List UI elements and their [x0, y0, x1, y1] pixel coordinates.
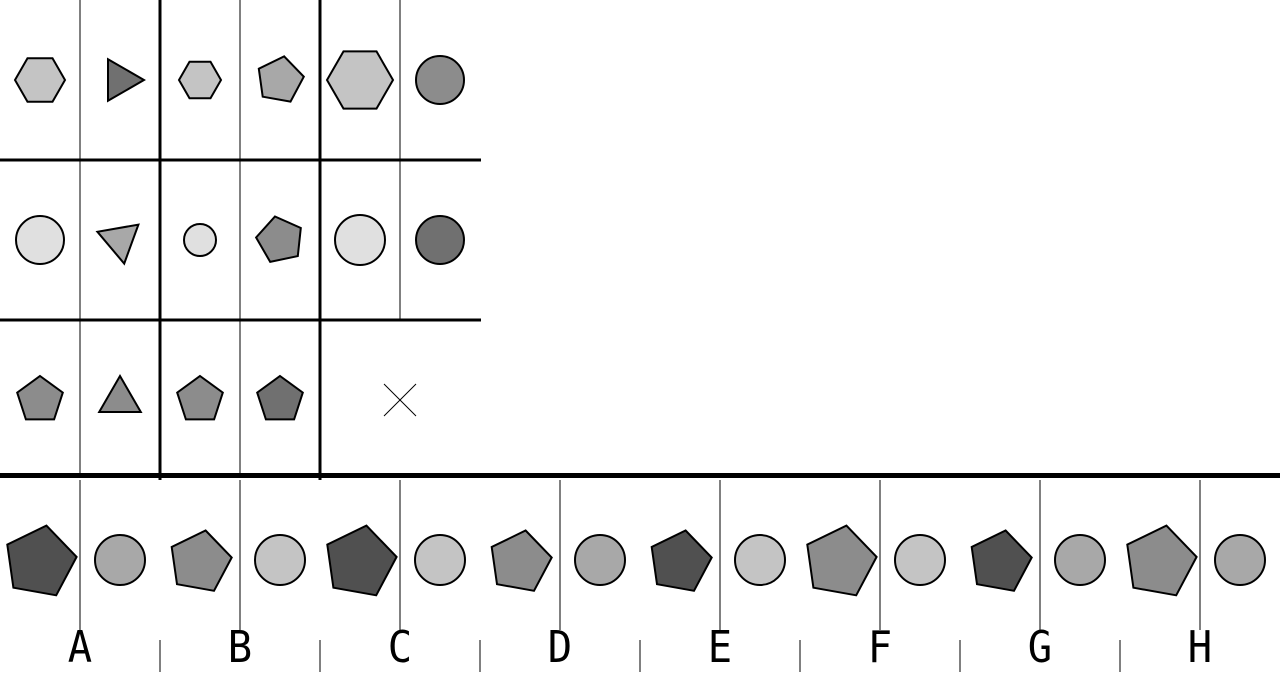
matrix-circle-icon	[183, 223, 217, 257]
answer-label-b[interactable]: B	[227, 622, 253, 673]
answer-option-e[interactable]	[650, 529, 786, 592]
missing-cell-marker	[383, 383, 417, 417]
matrix-hexagon-icon	[325, 50, 395, 110]
matrix-circle-icon	[415, 215, 465, 265]
answer-circle-icon	[734, 534, 786, 586]
matrix-triangle-icon	[107, 57, 146, 103]
matrix-hexagon-icon	[13, 57, 67, 103]
matrix-pentagon-icon	[256, 374, 304, 421]
answer-option-g[interactable]	[970, 529, 1106, 592]
answer-label-c[interactable]: C	[387, 622, 413, 673]
answer-pentagon-icon	[6, 524, 78, 597]
answer-pentagon-icon	[326, 524, 398, 597]
answer-circle-icon	[574, 534, 626, 586]
answer-label-f[interactable]: F	[867, 622, 893, 673]
matrix-pentagon-icon	[254, 215, 302, 264]
matrix-triangle-icon	[95, 223, 140, 266]
matrix-grid	[0, 0, 1280, 480]
answer-pentagon-icon	[490, 529, 553, 592]
answer-option-c[interactable]	[326, 524, 466, 597]
matrix-circle-icon	[15, 215, 65, 265]
answer-pentagon-icon	[650, 529, 713, 592]
answer-label-e[interactable]: E	[707, 622, 733, 673]
answer-option-h[interactable]	[1126, 524, 1266, 597]
matrix-circle-icon	[415, 55, 465, 105]
answer-pentagon-icon	[170, 529, 233, 592]
answer-dividers	[79, 480, 1201, 672]
answer-pentagon-icon	[970, 529, 1033, 592]
matrix-pentagon-icon	[257, 55, 306, 103]
answer-option-a[interactable]	[6, 524, 146, 597]
answer-option-b[interactable]	[170, 529, 306, 592]
matrix-pentagon-icon	[176, 374, 224, 421]
answer-label-h[interactable]: H	[1187, 622, 1213, 673]
answer-shapes	[6, 524, 1266, 597]
answer-circle-icon	[1214, 534, 1266, 586]
matrix-shapes	[13, 50, 465, 421]
answer-option-d[interactable]	[490, 529, 626, 592]
answer-label-a[interactable]: A	[67, 622, 93, 673]
answer-label-d[interactable]: D	[547, 622, 573, 673]
matrix-pentagon-icon	[16, 374, 64, 421]
answer-label-g[interactable]: G	[1027, 622, 1053, 673]
answer-circle-icon	[1054, 534, 1106, 586]
answer-circle-icon	[894, 534, 946, 586]
matrix-triangle-icon	[97, 374, 143, 413]
answer-pentagon-icon	[806, 524, 878, 597]
answer-circle-icon	[94, 534, 146, 586]
answer-option-f[interactable]	[806, 524, 946, 597]
matrix-circle-icon	[334, 214, 386, 266]
answer-circle-icon	[254, 534, 306, 586]
answer-circle-icon	[414, 534, 466, 586]
answer-pentagon-icon	[1126, 524, 1198, 597]
matrix-hexagon-icon	[177, 60, 223, 100]
